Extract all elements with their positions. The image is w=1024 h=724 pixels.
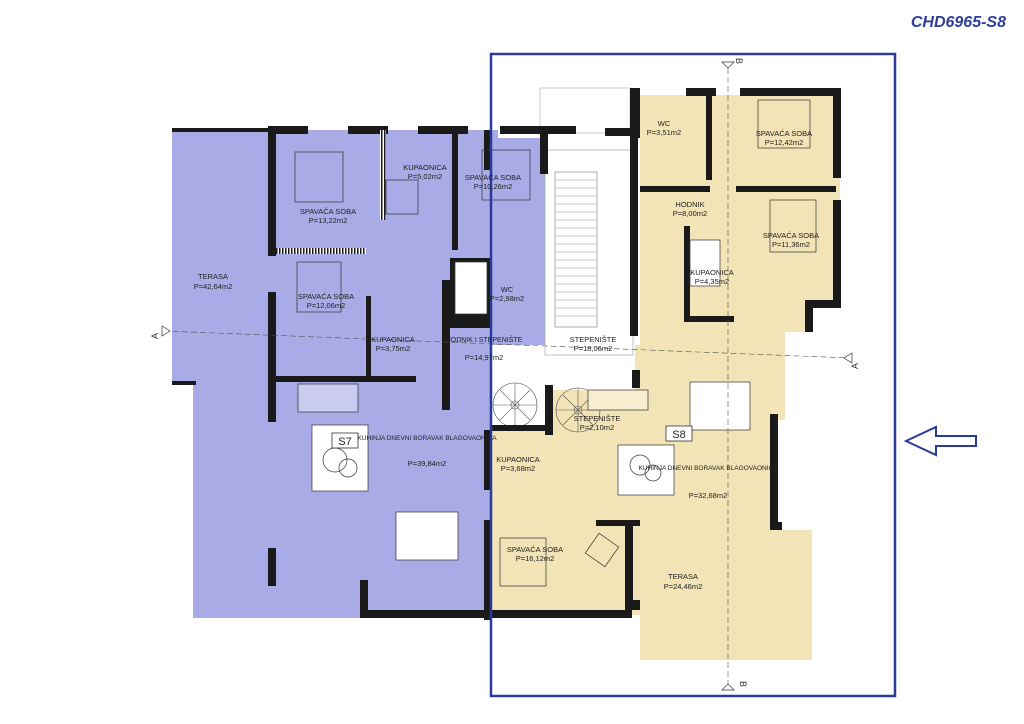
- room-name: KUPAONICA: [496, 455, 540, 464]
- unit-s7-floor: [172, 128, 545, 618]
- room-area: P=12,06m2: [307, 301, 346, 310]
- room-name: WC: [658, 119, 671, 128]
- room-area: P=32,68m2: [689, 491, 728, 500]
- room-name: KUHINJA DNEVNI BORAVAK BLAGOVAONICA: [638, 465, 778, 472]
- room-area: P=13,22m2: [309, 216, 348, 225]
- room-area: P=2,10m2: [580, 423, 614, 432]
- room-name: WC: [501, 285, 514, 294]
- room-area: P=12,42m2: [765, 138, 804, 147]
- room-area: P=3,68m2: [501, 464, 535, 473]
- section-lines: [163, 68, 851, 684]
- unit-tag-s8-label: S8: [672, 429, 685, 441]
- unit-s8-frame: [489, 52, 897, 698]
- room-name: SPAVAĆA SOBA: [300, 207, 356, 216]
- room-name: STEPENIŠTE: [570, 335, 617, 344]
- s7-terrace-railing: [172, 128, 268, 132]
- room-area: P=39,84m2: [408, 459, 447, 468]
- room-name: SPAVAĆA SOBA: [763, 231, 819, 240]
- room-name: KUPAONICA: [690, 268, 734, 277]
- room-area: P=10,26m2: [474, 182, 513, 191]
- room-name: HODNIK: [675, 200, 704, 209]
- room-name: HODNIK I STEPENIŠTE: [446, 335, 523, 344]
- room-area: P=16,12m2: [516, 554, 555, 563]
- s8-fill: [490, 95, 840, 660]
- room-area: P=18,06m2: [574, 344, 613, 353]
- stair-core: [539, 87, 634, 356]
- room-name: SPAVAĆA SOBA: [298, 292, 354, 301]
- unit-tag-s8: S8: [665, 425, 693, 442]
- unit-tag-s7-label: S7: [338, 436, 351, 448]
- room-name: KUPAONICA: [403, 163, 447, 172]
- room-area: P=11,36m2: [772, 240, 810, 249]
- unit-s8-floor: [490, 95, 840, 660]
- section-markers: A A B B: [150, 58, 860, 691]
- room-name: STEPENIŠTE: [574, 414, 621, 423]
- room-name: SPAVAĆA SOBA: [507, 545, 563, 554]
- room-area: P=14,97m2: [465, 353, 504, 362]
- room-area: P=24,46m2: [664, 582, 703, 591]
- room-area: P=42,64m2: [194, 282, 233, 291]
- s7-fill: [172, 130, 545, 618]
- room-name: KUHINJA DNEVNI BORAVAK BLAGOVAONICA: [357, 435, 497, 442]
- room-area: P=3,75m2: [376, 344, 410, 353]
- room-area: P=5,02m2: [408, 172, 442, 181]
- section-b-bottom: B: [738, 681, 748, 687]
- room-name: TERASA: [668, 572, 698, 581]
- s7-terrace-railing-bottom: [172, 381, 196, 385]
- document-code: CHD6965-S8: [911, 14, 1006, 31]
- room-area: P=2,98m2: [490, 294, 524, 303]
- room-area: P=3,51m2: [647, 128, 681, 137]
- section-a-right: A: [850, 363, 860, 369]
- room-area: P=4,35m2: [695, 277, 729, 286]
- spiral-stair-s7: [492, 382, 538, 428]
- room-name: TERASA: [198, 272, 228, 281]
- room-name: SPAVAĆA SOBA: [756, 129, 812, 138]
- unit-tag-s7: S7: [331, 432, 359, 449]
- room-name: SPAVAĆA SOBA: [465, 173, 521, 182]
- room-labels: SPAVAĆA SOBA P=13,22m2 KUPAONICA P=5,02m…: [194, 119, 819, 591]
- section-b-top: B: [734, 58, 744, 64]
- room-area: P=8,00m2: [673, 209, 707, 218]
- unit-pointer-arrow: [903, 425, 977, 457]
- section-a-left: A: [150, 333, 160, 339]
- room-name: KUPAONICA: [371, 335, 415, 344]
